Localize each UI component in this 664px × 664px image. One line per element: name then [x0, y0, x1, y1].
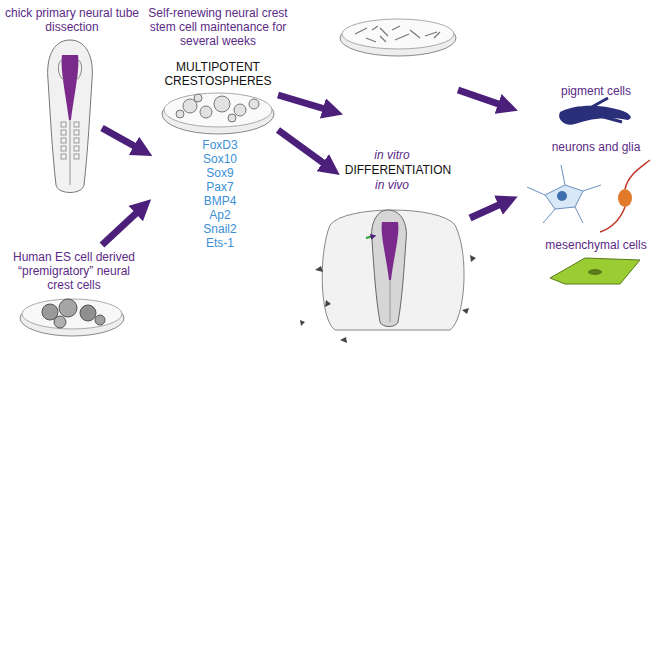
- marker-gene: Snail2: [190, 222, 250, 236]
- process-arrows: [102, 90, 510, 245]
- chick-embryo: [48, 40, 93, 193]
- caption-text: Human ES cell derived “premigratory” neu…: [4, 250, 144, 292]
- crestosphere-dish: [162, 93, 274, 134]
- neuron-and-glia: [527, 160, 650, 232]
- pigment-cell: [559, 98, 631, 125]
- caption-text: Self-renewing neural crest stem cell mai…: [143, 6, 293, 48]
- condition-label: in vitro: [352, 148, 432, 162]
- in-vitro-dish: [340, 19, 456, 56]
- marker-gene: Pax7: [190, 180, 250, 194]
- caption-text: chick primary neural tube dissection: [5, 6, 140, 34]
- egg-embryo: [300, 210, 476, 343]
- marker-gene: Ets-1: [190, 236, 250, 250]
- stage-title: DIFFERENTIATION: [333, 163, 463, 177]
- marker-gene: FoxD3: [190, 138, 250, 152]
- marker-gene: Ap2: [190, 208, 250, 222]
- condition-label: in vivo: [352, 178, 432, 192]
- cell-type-label: mesenchymal cells: [536, 238, 656, 252]
- cell-type-label: pigment cells: [541, 84, 651, 98]
- es-cell-dish: [20, 299, 124, 336]
- mesenchymal-cell: [550, 258, 640, 284]
- marker-gene: Sox9: [190, 166, 250, 180]
- stage-title: MULTIPOTENT CRESTOSPHERES: [143, 60, 293, 88]
- cell-type-label: neurons and glia: [536, 140, 656, 154]
- marker-gene: BMP4: [190, 194, 250, 208]
- marker-gene: Sox10: [190, 152, 250, 166]
